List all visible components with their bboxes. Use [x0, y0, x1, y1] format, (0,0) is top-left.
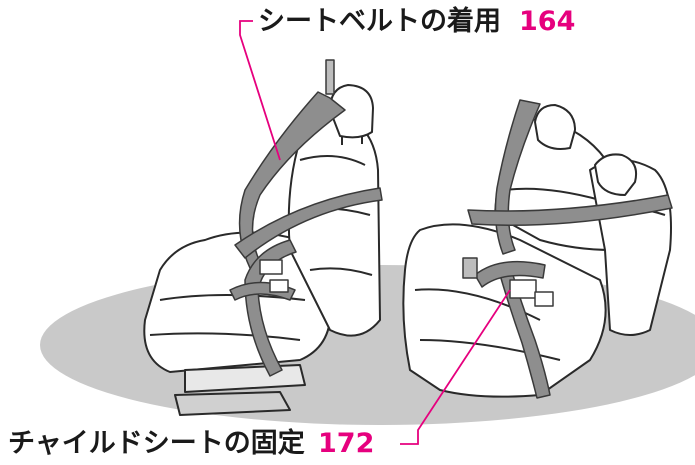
callout-line-childseat [400, 289, 511, 445]
callout-page-seatbelt[interactable]: 164 [519, 6, 575, 37]
callout-page-childseat[interactable]: 172 [318, 428, 374, 459]
rear-seat-belt [462, 99, 673, 399]
front-seat-belt [229, 59, 383, 377]
callout-line-seatbelt [239, 20, 281, 161]
callout-label-childseat: チャイルドシートの固定 [8, 427, 305, 459]
front-seat-illustration [143, 84, 381, 416]
callout-label-seatbelt: シートベルトの着用 [258, 5, 501, 37]
